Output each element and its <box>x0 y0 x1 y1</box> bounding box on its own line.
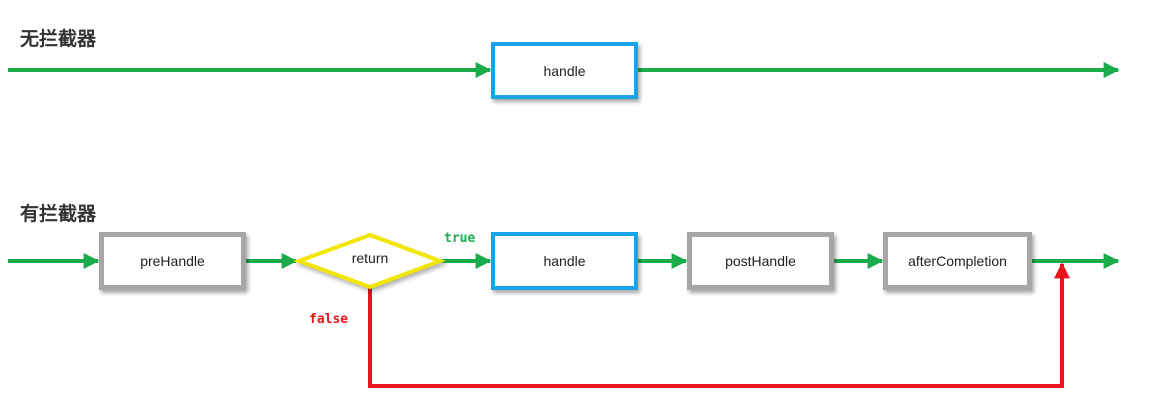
return-label: return <box>351 250 389 266</box>
aftercompletion-label: afterCompletion <box>908 253 1007 269</box>
section-title-no-interceptor: 无拦截器 <box>20 28 97 50</box>
handle-box-with-interceptor: handle <box>491 232 638 290</box>
false-path-arrow <box>368 262 1070 388</box>
handle-label-no-interceptor: handle <box>543 62 586 79</box>
aftercompletion-box: afterCompletion <box>883 232 1032 290</box>
prehandle-label: preHandle <box>140 253 205 269</box>
true-label: true <box>444 231 476 246</box>
handle-label-with-interceptor: handle <box>543 253 586 269</box>
posthandle-box: postHandle <box>687 232 834 290</box>
section-title-with-interceptor: 有拦截器 <box>20 203 97 225</box>
prehandle-box: preHandle <box>99 232 246 290</box>
false-label: false <box>309 312 349 327</box>
return-decision-diamond <box>293 232 446 290</box>
handle-box-no-interceptor: handle <box>491 42 638 99</box>
posthandle-label: postHandle <box>725 253 796 269</box>
